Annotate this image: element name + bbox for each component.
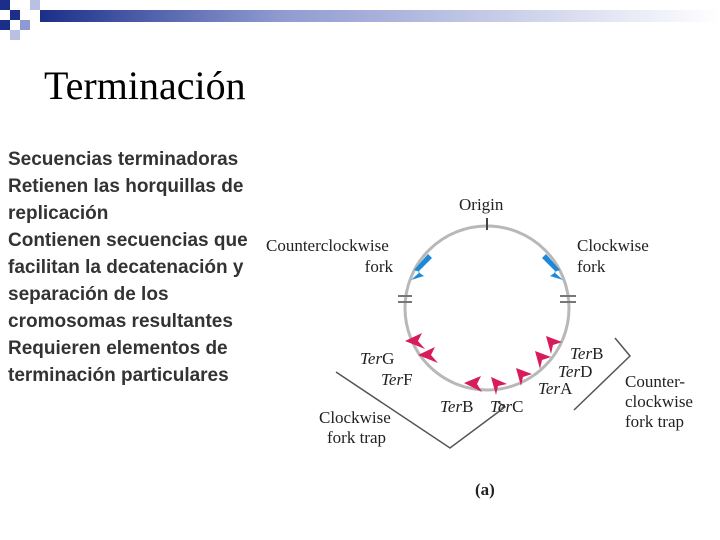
ter-g-label: TerG: [360, 349, 394, 368]
chromosome-circle: [403, 224, 571, 392]
left-fork-break: [398, 295, 412, 303]
slide-title: Terminación: [44, 63, 246, 108]
ter-b-left-label: TerB: [440, 397, 473, 416]
bullet-item: Secuencias terminadoras: [8, 149, 239, 170]
ter-b-right-label: TerB: [570, 344, 603, 363]
counterclockwise-fork-arrow: [411, 254, 432, 280]
counterclockwise-trap-bracket: [573, 337, 632, 411]
bullet-item: Retienen las horquillas de replicación: [8, 176, 244, 224]
origin-label: Origin: [459, 195, 504, 214]
bullet-item: Requieren elementos de terminación parti…: [8, 338, 229, 386]
decorative-top-bar: [0, 0, 720, 40]
ter-d-arrow: [546, 336, 562, 354]
ter-a-label: TerA: [538, 379, 573, 398]
clockwise-fork-arrow: [542, 254, 563, 280]
right-fork-break: [560, 295, 576, 303]
ter-a-arrow: [535, 351, 551, 369]
counterclockwise-fork-trap-label: Counter- clockwise fork trap: [625, 372, 697, 431]
panel-label: (a): [475, 480, 495, 499]
ter-g-arrow: [405, 333, 425, 349]
ter-d-label: TerD: [558, 362, 592, 381]
counterclockwise-fork-label: Counterclockwise fork: [266, 236, 393, 276]
ter-f-label: TerF: [381, 370, 413, 389]
ter-c-arrow: [491, 377, 507, 395]
clockwise-fork-label: Clockwise fork: [577, 236, 653, 276]
ter-f-arrow: [418, 347, 438, 363]
ter-c2-arrow: [516, 368, 532, 386]
ter-c-label: TerC: [490, 397, 523, 416]
bullet-list: Secuencias terminadoras Retienen las hor…: [8, 146, 283, 389]
bullet-item: Contienen secuencias que facilitan la de…: [8, 230, 248, 332]
clockwise-fork-trap-label: Clockwise fork trap: [319, 408, 395, 447]
ter-b-left-arrow: [464, 376, 482, 392]
clockwise-trap-bracket: [335, 371, 507, 449]
